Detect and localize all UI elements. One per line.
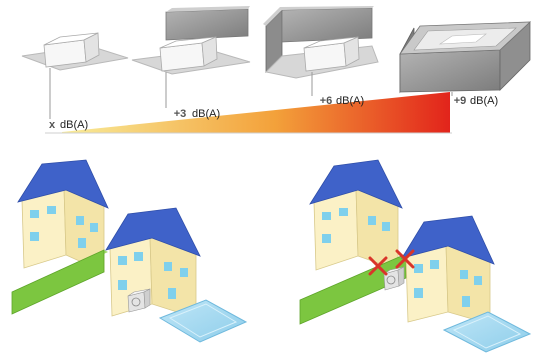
stage-symbol: x [49,119,56,131]
outdoor-unit [127,288,151,313]
house-front [105,207,201,319]
bottom-left-scene [11,159,248,343]
house-window [180,268,188,277]
outdoor-unit [383,266,405,291]
stage-one-wall: +3 dB(A) [131,6,251,120]
house-roof [17,159,109,209]
stage-no-wall: x dB(A) [21,32,129,131]
pool [442,311,532,353]
house-roof [309,159,403,209]
back-wall [281,7,373,43]
house-window [382,222,390,231]
house-window [30,232,39,241]
sound-level-wedge [62,92,450,133]
house-window [368,216,376,225]
house-window [460,270,468,279]
stage-two-walls: +6 dB(A) [263,6,379,107]
house-window [47,206,56,214]
fence [11,249,105,315]
pool-inner [168,303,238,338]
house-window [414,288,423,298]
bottom-right-scene [299,159,532,353]
back-wall-top [263,6,374,26]
house-roof [401,215,495,265]
house-window [339,208,348,216]
unit-box-side [343,36,360,67]
house-window [430,260,439,269]
fence [299,253,407,325]
house-window [168,288,176,299]
house-window [78,238,86,248]
stage-symbol: +6 [320,95,333,107]
house-window [322,234,331,243]
house-window [462,296,470,307]
house-front [401,215,495,325]
back-wall [165,8,249,41]
house-window [474,276,482,285]
house-roof [105,207,201,257]
stage-label: dB(A) [336,95,364,107]
stage-label: dB(A) [60,119,88,131]
house-back [17,159,109,273]
pool-inner [452,315,522,349]
stage-symbol: +9 [454,95,467,107]
stage-three-walls: +9 dB(A) [399,21,532,107]
cross-mark-icon [395,249,415,269]
unit-box-side [201,36,218,67]
house-window [30,210,39,218]
cross-mark-icon [368,256,388,276]
house-window [90,223,98,232]
house-window [118,280,127,290]
house-window [414,264,423,273]
enclosure-front-wall [399,49,501,93]
top-panel: x dB(A) +3 dB(A) +6 dB(A) [21,6,532,134]
house-window [164,262,172,271]
pool [158,299,248,343]
back-wall-top [166,6,250,12]
unit-box-top [438,33,487,45]
house-window [118,256,127,265]
stage-symbol: +3 [174,108,187,120]
house-window [76,216,84,225]
house-window [134,252,143,261]
house-back [309,159,403,271]
stage-label: dB(A) [470,95,498,107]
unit-box-side [83,32,100,63]
stage-label: dB(A) [192,108,220,120]
house-window [322,212,331,220]
